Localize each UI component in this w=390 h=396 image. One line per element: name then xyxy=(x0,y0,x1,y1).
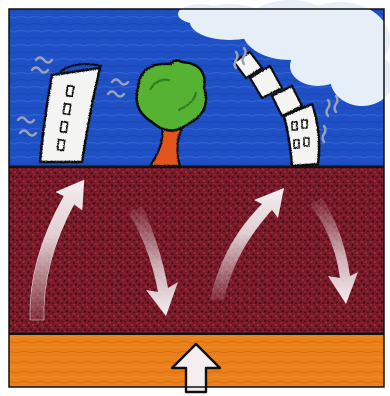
earthquake-illustration xyxy=(0,0,390,396)
illustration-canvas xyxy=(0,0,390,396)
